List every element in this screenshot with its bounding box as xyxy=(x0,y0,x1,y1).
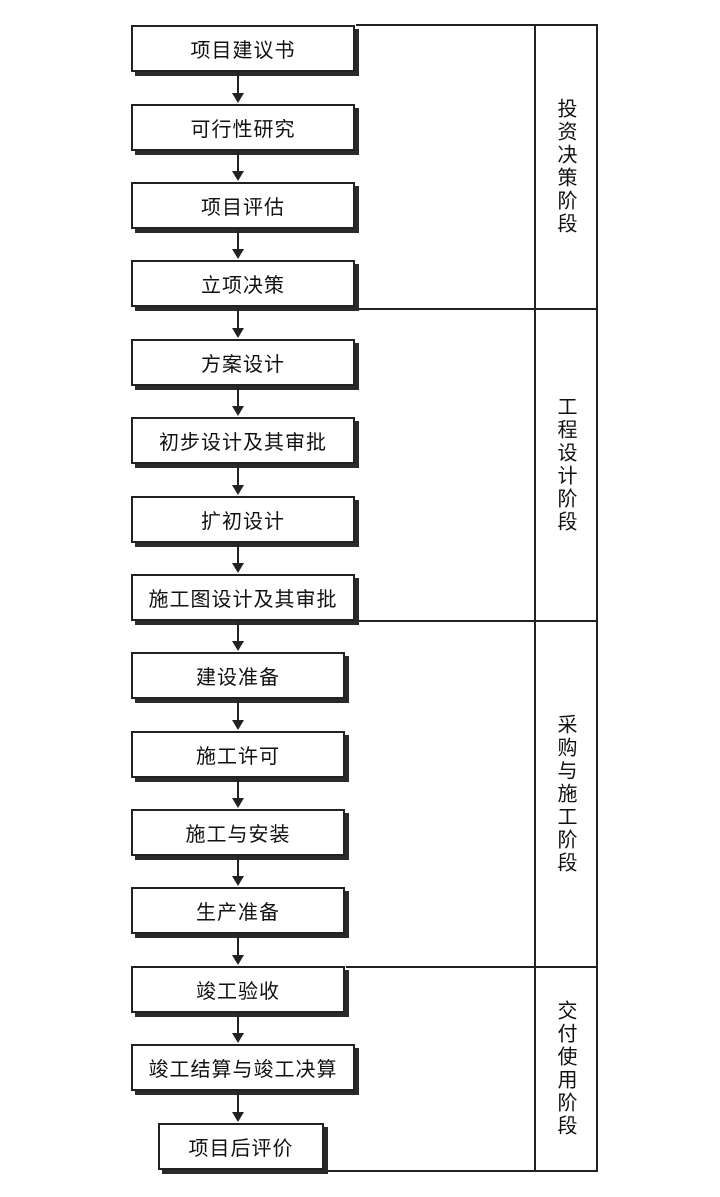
step-box: 施工许可 xyxy=(131,731,345,778)
step-box: 项目后评价 xyxy=(158,1123,324,1170)
arrow-connector xyxy=(237,464,239,486)
stage-investment-decision: 投资决策阶段 xyxy=(536,26,596,308)
step-box: 可行性研究 xyxy=(131,104,355,151)
stage-label: 工程设计阶段 xyxy=(554,396,578,534)
arrow-connector xyxy=(237,72,239,94)
arrow-connector xyxy=(237,543,239,564)
step-box: 扩初设计 xyxy=(131,496,355,543)
table-bottom-border xyxy=(324,1170,598,1172)
arrow-connector xyxy=(237,229,239,250)
stage-label: 投资决策阶段 xyxy=(554,98,578,236)
arrow-head xyxy=(232,1112,244,1122)
step-box: 初步设计及其审批 xyxy=(131,417,355,464)
arrow-head xyxy=(232,171,244,181)
arrow-head xyxy=(232,93,244,103)
arrow-head xyxy=(232,328,244,338)
stage-label: 交付使用阶段 xyxy=(554,1000,578,1138)
arrow-head xyxy=(232,876,244,886)
arrow-connector xyxy=(237,934,239,956)
arrow-head xyxy=(232,563,244,573)
step-box: 施工图设计及其审批 xyxy=(131,574,355,621)
step-box: 竣工结算与竣工决算 xyxy=(131,1044,355,1091)
arrow-head xyxy=(232,798,244,808)
step-box: 方案设计 xyxy=(131,339,355,386)
table-top-border xyxy=(356,24,598,26)
arrow-connector xyxy=(237,699,239,721)
arrow-connector xyxy=(237,1013,239,1034)
stage-procurement-construction: 采购与施工阶段 xyxy=(536,622,596,966)
arrow-head xyxy=(232,955,244,965)
arrow-connector xyxy=(237,307,239,329)
arrow-head xyxy=(232,406,244,416)
step-box: 竣工验收 xyxy=(131,966,345,1013)
step-box: 立项决策 xyxy=(131,260,355,307)
arrow-head xyxy=(232,485,244,495)
arrow-connector xyxy=(237,386,239,407)
arrow-connector xyxy=(237,621,239,642)
stage-delivery-use: 交付使用阶段 xyxy=(536,968,596,1170)
arrow-head xyxy=(232,249,244,259)
step-box: 建设准备 xyxy=(131,652,345,699)
arrow-connector xyxy=(237,1091,239,1113)
arrow-connector xyxy=(237,778,239,799)
arrow-connector xyxy=(237,151,239,172)
arrow-head xyxy=(232,720,244,730)
stage-separator-1 xyxy=(356,308,598,310)
step-box: 生产准备 xyxy=(131,887,345,934)
step-box: 项目建议书 xyxy=(131,25,355,72)
arrow-head xyxy=(232,1033,244,1043)
step-box: 项目评估 xyxy=(131,182,355,229)
stage-separator-3 xyxy=(346,966,598,968)
arrow-head xyxy=(232,641,244,651)
stage-separator-2 xyxy=(356,620,598,622)
step-box: 施工与安装 xyxy=(131,809,345,856)
stage-engineering-design: 工程设计阶段 xyxy=(536,310,596,620)
stage-label: 采购与施工阶段 xyxy=(554,713,578,875)
arrow-connector xyxy=(237,856,239,877)
